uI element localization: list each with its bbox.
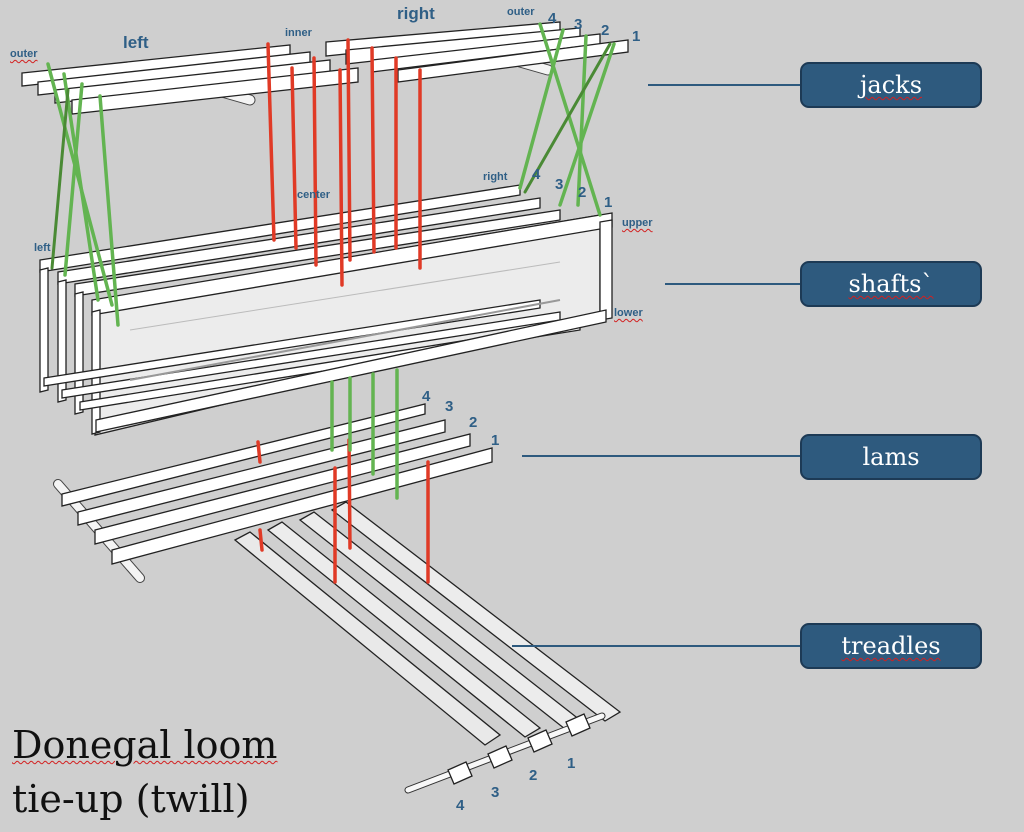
treadles-callout-label: treadles [841, 632, 941, 660]
lams-callout: lams [800, 434, 982, 480]
jacks-callout-label: jacks [859, 71, 923, 99]
treadle-number-4: 4 [456, 797, 465, 814]
shafts [39, 184, 613, 436]
shafts-connector [665, 283, 800, 285]
jack-number-2: 2 [601, 22, 610, 39]
jack-number-4: 4 [548, 10, 557, 27]
jack-number-3: 3 [574, 16, 583, 33]
shaft-label-upper: upper [622, 217, 653, 229]
jacks [21, 21, 629, 115]
lams-connector [522, 455, 800, 457]
jack-label-outer-left: outer [10, 48, 38, 60]
jack-label-center: center [297, 189, 331, 201]
lam-number-3: 3 [445, 398, 454, 415]
shaft-label-right: right [483, 171, 508, 183]
jack-label-outer-right: outer [507, 6, 535, 18]
shaft-number-1: 1 [604, 194, 613, 211]
shaft-label-left: left [34, 242, 51, 254]
treadle-number-3: 3 [491, 784, 500, 801]
treadle-number-2: 2 [529, 767, 538, 784]
shaft-number-2: 2 [578, 184, 587, 201]
jacks-connector [648, 84, 800, 86]
shaft-label-lower: lower [614, 307, 643, 319]
treadles-connector [512, 645, 800, 647]
lam-number-1: 1 [491, 432, 500, 449]
treadles-callout: treadles [800, 623, 982, 669]
jack-number-1: 1 [632, 28, 641, 45]
diagram-title: Donegal loom tie-up (twill) [12, 718, 277, 826]
shafts-callout: shafts` [800, 261, 982, 307]
jack-label-right: right [397, 4, 435, 23]
treadle-number-1: 1 [567, 755, 576, 772]
lams-callout-label: lams [862, 443, 920, 471]
lam-number-4: 4 [422, 388, 431, 405]
jack-label-inner: inner [285, 27, 312, 39]
title-line-2: tie-up (twill) [12, 777, 250, 821]
cords [46, 22, 616, 584]
jack-label-left: left [123, 33, 149, 52]
jacks-callout: jacks [800, 62, 982, 108]
shaft-number-4: 4 [532, 166, 541, 183]
lam-number-2: 2 [469, 414, 478, 431]
title-line-1: Donegal loom [12, 723, 278, 767]
shafts-callout-label: shafts` [848, 270, 934, 298]
shaft-number-3: 3 [555, 176, 564, 193]
